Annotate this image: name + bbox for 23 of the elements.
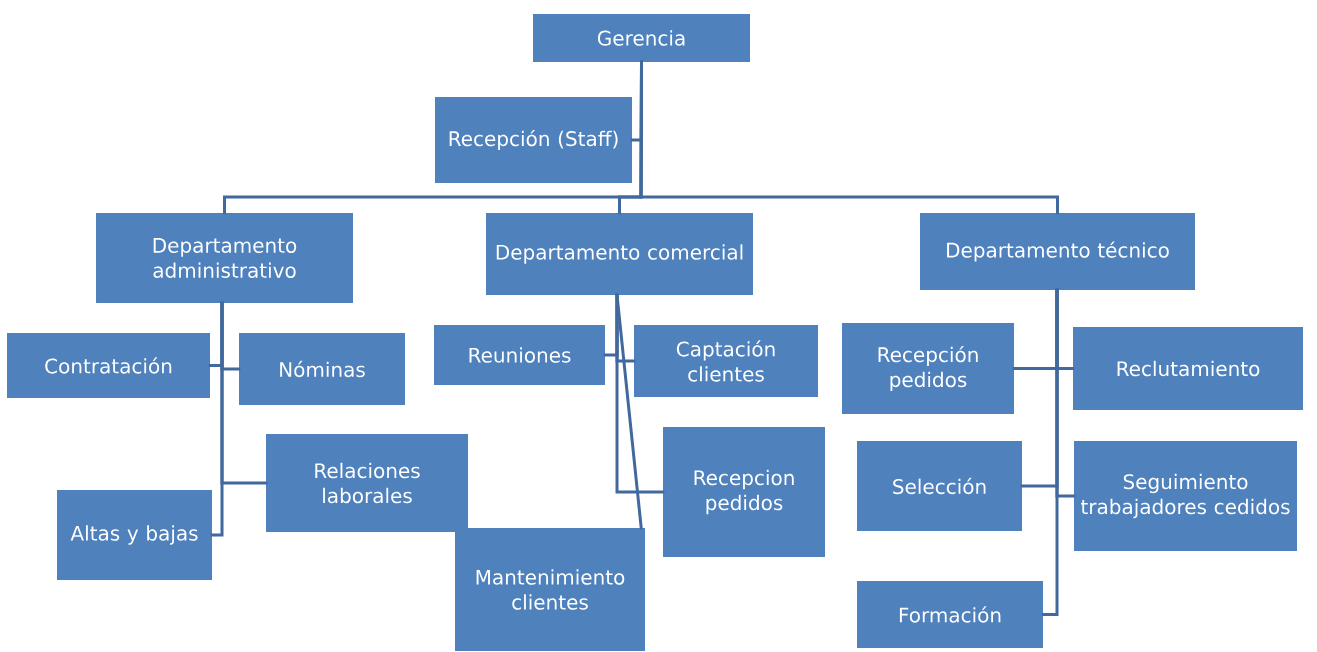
connector-line (1041, 288, 1059, 616)
org-box: Altas y bajas (57, 490, 212, 580)
org-box: Contratación (7, 333, 210, 398)
connector-line (615, 293, 665, 494)
org-box: Formación (857, 581, 1043, 648)
connector-line (210, 301, 224, 537)
org-box: Seguimiento trabajadores cedidos (1074, 441, 1297, 551)
org-box: Gerencia (533, 14, 750, 62)
org-box: Recepción pedidos (842, 323, 1014, 414)
org-box: Relaciones laborales (266, 434, 468, 532)
connector-line (615, 293, 643, 530)
org-box: Recepcion pedidos (663, 427, 825, 557)
org-box: Reclutamiento (1073, 327, 1303, 410)
org-box: Nóminas (239, 333, 405, 405)
org-box: Departamento administrativo (96, 213, 353, 303)
org-box: Departamento comercial (486, 213, 753, 295)
org-box: Recepción (Staff) (435, 97, 632, 183)
org-box: Reuniones (434, 325, 605, 385)
connector-line (639, 60, 1059, 215)
org-box: Selección (857, 441, 1022, 531)
org-box: Mantenimiento clientes (455, 528, 645, 651)
org-box: Captación clientes (634, 325, 818, 397)
org-box: Departamento técnico (920, 213, 1195, 290)
